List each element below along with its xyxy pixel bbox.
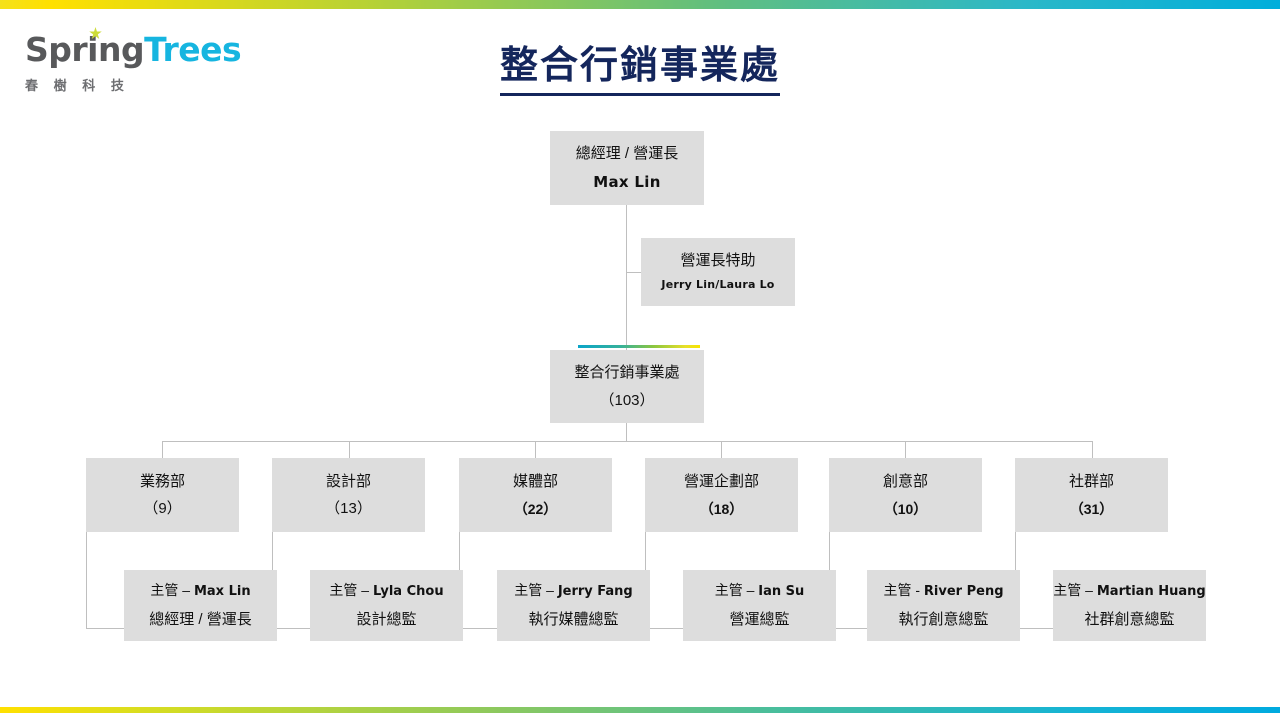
bottom-gradient-bar [0, 707, 1280, 713]
department-count: （10） [883, 500, 928, 517]
manager-label: 主管 – [1053, 582, 1093, 599]
division-accent-bar [578, 345, 700, 348]
connector-dept-5-to-manager-h [829, 628, 868, 629]
manager-name: Lyla Chou [372, 584, 444, 600]
manager-name-line: 主管 – Lyla Chou [329, 582, 443, 600]
connector-dept-4-to-manager-h [645, 628, 684, 629]
manager-label: 主管 - [883, 582, 921, 599]
connector-bus-to-dept-6 [1092, 441, 1093, 458]
node-ceo-title: 總經理 / 營運長 [575, 145, 679, 163]
manager-title: 執行創意總監 [898, 611, 989, 629]
node-manager-4[interactable]: 主管 – Ian Su 營運總監 [683, 570, 836, 641]
connector-dept-1-to-manager-v [86, 532, 87, 628]
node-coo-assistant-title: 營運長特助 [680, 252, 756, 270]
page-title-text: 整合行銷事業處 [499, 44, 780, 96]
department-count: （22） [513, 500, 558, 517]
manager-title: 執行媒體總監 [528, 611, 619, 629]
connector-bus-to-dept-5 [905, 441, 906, 458]
department-count: （9） [143, 500, 182, 517]
connector-bus-to-dept-1 [162, 441, 163, 458]
manager-name-line: 主管 – Martian Huang [1053, 582, 1205, 600]
department-name: 社群部 [1068, 473, 1114, 491]
connector-department-bus [162, 441, 1092, 442]
connector-bus-to-dept-4 [721, 441, 722, 458]
connector-dept-6-to-manager-h [1015, 628, 1054, 629]
node-ceo[interactable]: 總經理 / 營運長 Max Lin [550, 131, 704, 205]
node-department-4[interactable]: 營運企劃部 （18） [645, 458, 798, 532]
manager-title: 總經理 / 營運長 [149, 611, 252, 629]
logo-secondary-text: Trees [144, 30, 242, 69]
manager-name: Ian Su [758, 584, 805, 600]
manager-label: 主管 – [514, 582, 554, 599]
manager-name: Jerry Fang [557, 584, 633, 600]
company-logo: SpringTrees 春 樹 科 技 [25, 27, 242, 94]
manager-name: Max Lin [193, 584, 251, 600]
node-manager-6[interactable]: 主管 – Martian Huang 社群創意總監 [1053, 570, 1206, 641]
manager-name: River Peng [923, 584, 1004, 600]
logo-wordmark: SpringTrees [25, 27, 242, 69]
department-count: （18） [699, 500, 744, 517]
connector-bus-to-dept-2 [349, 441, 350, 458]
manager-name: Martian Huang [1096, 584, 1206, 600]
node-department-1[interactable]: 業務部 （9） [86, 458, 239, 532]
top-gradient-bar [0, 0, 1280, 9]
manager-name-line: 主管 - River Peng [883, 582, 1003, 600]
node-division[interactable]: 整合行銷事業處 （103） [550, 350, 704, 423]
department-count: （13） [325, 500, 372, 517]
node-manager-3[interactable]: 主管 – Jerry Fang 執行媒體總監 [497, 570, 650, 641]
manager-label: 主管 – [714, 582, 755, 599]
department-name: 媒體部 [512, 473, 558, 491]
node-department-3[interactable]: 媒體部 （22） [459, 458, 612, 532]
connector-division-stem [626, 423, 627, 441]
node-manager-1[interactable]: 主管 – Max Lin 總經理 / 營運長 [124, 570, 277, 641]
manager-title: 設計總監 [356, 611, 417, 629]
manager-label: 主管 – [150, 582, 191, 599]
node-department-5[interactable]: 創意部 （10） [829, 458, 982, 532]
node-division-count: （103） [599, 392, 655, 409]
node-department-6[interactable]: 社群部 （31） [1015, 458, 1168, 532]
manager-label: 主管 – [329, 582, 370, 599]
logo-subtitle: 春 樹 科 技 [25, 78, 130, 93]
node-coo-assistant[interactable]: 營運長特助 Jerry Lin/Laura Lo [641, 238, 795, 306]
department-name: 營運企劃部 [683, 473, 759, 491]
node-manager-5[interactable]: 主管 - River Peng 執行創意總監 [867, 570, 1020, 641]
manager-name-line: 主管 – Jerry Fang [514, 582, 633, 600]
manager-name-line: 主管 – Ian Su [715, 582, 805, 600]
node-manager-2[interactable]: 主管 – Lyla Chou 設計總監 [310, 570, 463, 641]
connector-dept-3-to-manager-h [459, 628, 498, 629]
node-department-2[interactable]: 設計部 （13） [272, 458, 425, 532]
node-ceo-name: Max Lin [593, 172, 661, 191]
department-count: （31） [1069, 500, 1114, 517]
manager-title: 社群創意總監 [1084, 611, 1175, 629]
connector-bus-to-dept-3 [535, 441, 536, 458]
manager-title: 營運總監 [729, 611, 790, 629]
department-name: 業務部 [139, 472, 185, 490]
logo-primary-text: Spring [25, 30, 145, 69]
department-name: 設計部 [325, 472, 371, 490]
connector-dept-2-to-manager-h [272, 628, 311, 629]
node-division-title: 整合行銷事業處 [574, 363, 680, 381]
manager-name-line: 主管 – Max Lin [150, 582, 250, 600]
department-name: 創意部 [882, 473, 928, 491]
connector-ceo-to-assistant [626, 272, 641, 273]
node-coo-assistant-name: Jerry Lin/Laura Lo [661, 278, 775, 292]
star-icon [89, 27, 102, 39]
connector-ceo-to-division [626, 205, 627, 385]
connector-dept-1-to-manager-h [86, 628, 125, 629]
